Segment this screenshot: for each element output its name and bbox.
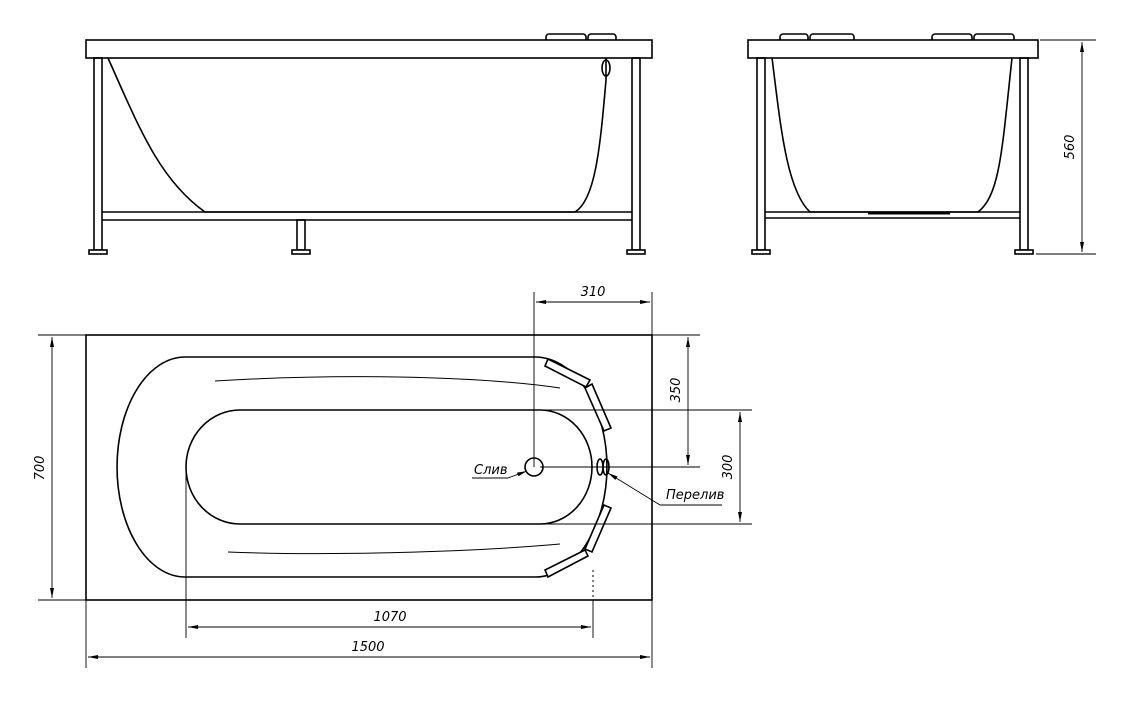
- side-view: [747, 33, 1039, 255]
- dimension-overall-length: 1500: [85, 600, 653, 668]
- top-outer-rim: [85, 334, 653, 601]
- top-view: [85, 334, 653, 601]
- dimension-inner-length-label: 1070: [373, 610, 406, 625]
- overflow-callout: Перелив: [607, 472, 724, 506]
- side-foot: [1014, 249, 1034, 255]
- drain-callout: Слив: [472, 463, 528, 479]
- side-rim: [747, 39, 1039, 59]
- front-foot: [88, 249, 108, 255]
- front-view: [85, 33, 653, 255]
- overflow-label: Перелив: [666, 488, 724, 503]
- front-foot: [626, 249, 646, 255]
- front-bowl-outline: [107, 57, 607, 213]
- side-leg-right: [1019, 57, 1029, 251]
- top-bowl-outline: [116, 356, 608, 578]
- dimension-height-label: 560: [1063, 135, 1078, 160]
- front-leg-left: [93, 57, 103, 251]
- top-headrest-pad: [583, 503, 613, 554]
- side-bowl-outline: [771, 57, 1013, 213]
- dimension-drain-overflow: 300: [540, 409, 752, 525]
- top-bowl-bottom: [185, 409, 593, 525]
- top-headrest-pad: [543, 357, 592, 389]
- dimension-rim-to-axis-label: 350: [669, 378, 684, 403]
- dimension-drain-offset-label: 310: [581, 285, 606, 300]
- dimension-width: 700: [33, 334, 86, 601]
- front-foot: [291, 249, 311, 255]
- front-rim: [85, 39, 653, 59]
- side-leg-left: [756, 57, 766, 251]
- front-leg-right: [631, 57, 641, 251]
- front-leg-center: [296, 219, 306, 251]
- dimension-overall-length-label: 1500: [351, 640, 384, 655]
- dimension-drain-overflow-label: 300: [721, 455, 736, 480]
- drain-label: Слив: [474, 463, 508, 478]
- dimension-drain-offset: 310: [533, 285, 653, 467]
- dimension-inner-length: 1070: [185, 467, 594, 638]
- top-groove: [227, 543, 561, 555]
- dimension-width-label: 700: [33, 456, 48, 481]
- side-foot: [751, 249, 771, 255]
- dimension-height: 560: [1036, 39, 1096, 255]
- top-headrest-pad: [583, 382, 613, 433]
- dimension-rim-to-axis: 350: [540, 334, 700, 468]
- top-headrest-pad: [543, 548, 590, 579]
- top-groove: [214, 376, 561, 389]
